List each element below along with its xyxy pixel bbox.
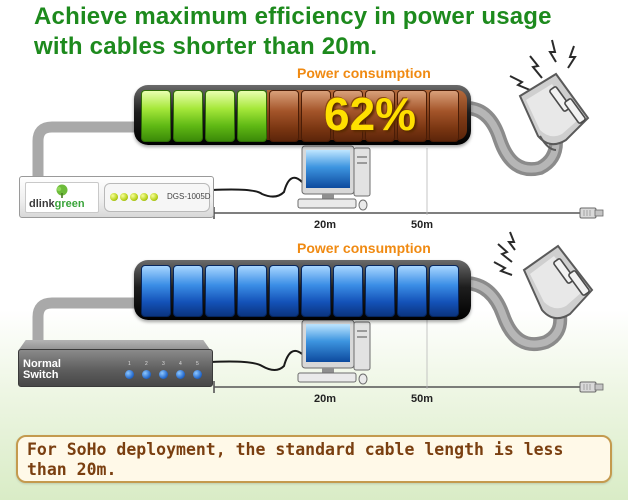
power-cell <box>365 90 395 142</box>
soho-note-text: For SoHo deployment, the standard cable … <box>27 440 564 479</box>
port-led <box>150 193 158 201</box>
power-cell <box>333 90 363 142</box>
bottom-power-bar <box>134 260 471 320</box>
port-led <box>110 193 118 201</box>
soho-note-box: For SoHo deployment, the standard cable … <box>16 435 612 483</box>
switch-model: DGS-1005D <box>167 192 211 201</box>
switch-port-led <box>176 370 185 379</box>
port-led <box>120 193 128 201</box>
power-cell <box>301 265 331 317</box>
top-distance-20m: 20m <box>314 219 337 231</box>
bottom-left-cable <box>32 297 144 351</box>
power-cell <box>397 90 427 142</box>
normal-switch: Normal Switch 1 2 3 4 5 <box>18 349 213 387</box>
rj45-connector-icon <box>579 207 604 219</box>
rj45-connector-icon <box>579 381 604 393</box>
top-distance-50m: 50m <box>411 219 434 231</box>
power-plug-icon <box>518 72 590 151</box>
top-switch-to-pc-cable <box>211 176 303 198</box>
switch-port-panel: DGS-1005D <box>104 183 211 212</box>
power-cell <box>333 265 363 317</box>
bottom-power-label: Power consumption <box>297 240 431 256</box>
desktop-computer-icon <box>297 319 371 385</box>
switch-port-number: 2 <box>145 361 148 367</box>
power-cell <box>237 90 267 142</box>
switch-port-number: 1 <box>128 361 131 367</box>
port-led <box>140 193 148 201</box>
desktop-computer-icon <box>297 145 371 211</box>
power-cell <box>237 265 267 317</box>
switch-port-number: 5 <box>196 361 199 367</box>
power-cell <box>141 265 171 317</box>
bottom-switch-to-pc-cable <box>210 350 303 371</box>
power-cell <box>141 90 171 142</box>
top-power-label: Power consumption <box>297 65 431 81</box>
switch-port-led <box>193 370 202 379</box>
normal-switch-top <box>18 340 211 351</box>
dlink-green-switch: dlinkgreen DGS-1005D <box>19 176 214 218</box>
power-cell <box>205 265 235 317</box>
power-cell <box>397 265 427 317</box>
switch-port-led <box>159 370 168 379</box>
port-led <box>130 193 138 201</box>
power-cell <box>269 90 299 142</box>
top-power-bar: 62% <box>134 85 471 145</box>
switch-port-number: 4 <box>179 361 182 367</box>
bottom-distance-20m: 20m <box>314 393 337 405</box>
normal-switch-label: Normal Switch <box>23 358 61 381</box>
top-power-percentage: 62% <box>324 88 417 140</box>
electric-spark-icon <box>509 39 577 91</box>
power-cell <box>301 90 331 142</box>
power-cell <box>429 90 459 142</box>
leaf-tree-icon <box>56 184 68 198</box>
dlink-green-logo: dlinkgreen <box>25 182 99 213</box>
power-cell <box>173 90 203 142</box>
switch-port-number: 3 <box>162 361 165 367</box>
electric-spark-icon <box>493 231 516 276</box>
power-plug-icon <box>522 244 594 320</box>
power-cell <box>365 265 395 317</box>
power-cell <box>429 265 459 317</box>
switch-port-led <box>142 370 151 379</box>
headline: Achieve maximum efficiency in power usag… <box>34 3 552 60</box>
bottom-distance-50m: 50m <box>411 393 434 405</box>
power-cell <box>205 90 235 142</box>
power-cell <box>173 265 203 317</box>
switch-port-led <box>125 370 134 379</box>
top-left-cable <box>32 121 144 184</box>
dlink-logo-text: dlinkgreen <box>29 198 85 210</box>
power-cell <box>269 265 299 317</box>
